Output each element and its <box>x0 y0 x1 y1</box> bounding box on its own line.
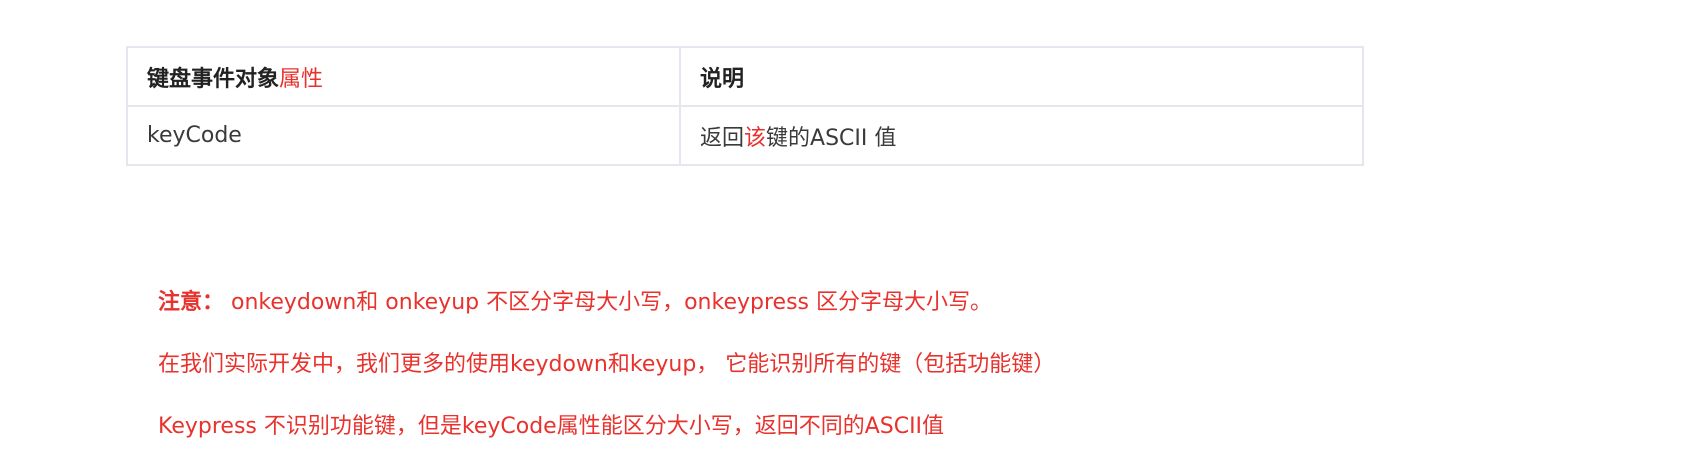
table-cell-property: keyCode <box>126 105 681 166</box>
description-suffix: 键的ASCII 值 <box>766 125 897 151</box>
note-text-1: onkeydown和 onkeyup 不区分字母大小写，onkeypress 区… <box>231 290 992 315</box>
note-line-1: 注意： onkeydown和 onkeyup 不区分字母大小写，onkeypre… <box>158 283 1608 345</box>
note-label: 注意： <box>158 290 225 315</box>
table-cell-description: 返回该键的ASCII 值 <box>679 105 1364 166</box>
notes-section: 注意： onkeydown和 onkeyup 不区分字母大小写，onkeypre… <box>158 283 1608 469</box>
header-property-highlight: 属性 <box>279 66 324 92</box>
note-line-3: Keypress 不识别功能键，但是keyCode属性能区分大小写，返回不同的A… <box>158 414 945 439</box>
table-header-description: 说明 <box>679 46 1364 107</box>
description-highlight: 该 <box>744 125 767 151</box>
note-line-2: 在我们实际开发中，我们更多的使用keydown和keyup， 它能识别所有的键（… <box>158 352 1056 377</box>
table-header-row: 键盘事件对象属性 说明 <box>126 46 1364 107</box>
table-row: keyCode 返回该键的ASCII 值 <box>126 105 1364 166</box>
keyboard-event-table: 键盘事件对象属性 说明 keyCode 返回该键的ASCII 值 <box>126 46 1364 166</box>
table-header-property: 键盘事件对象属性 <box>126 46 681 107</box>
header-property-prefix: 键盘事件对象 <box>147 66 280 92</box>
description-prefix: 返回 <box>700 125 745 151</box>
